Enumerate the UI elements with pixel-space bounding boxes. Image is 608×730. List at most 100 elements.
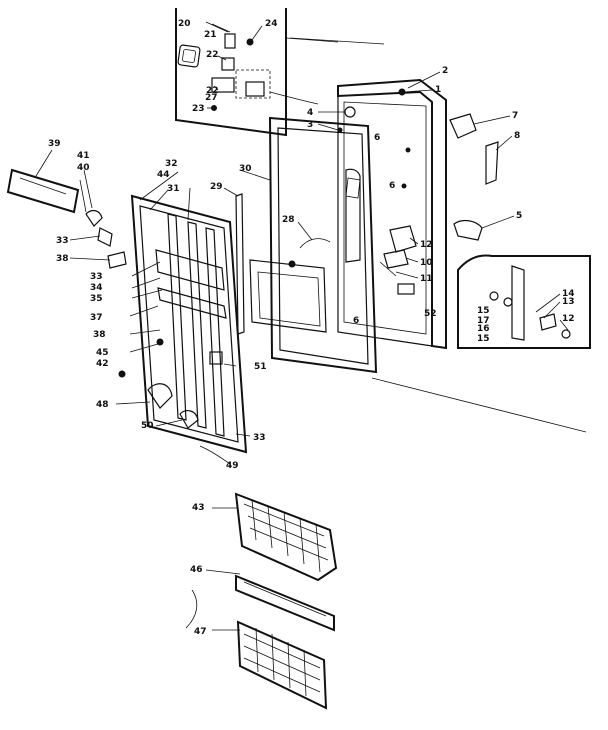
part-28-wire — [299, 238, 331, 249]
part-46-rail — [235, 574, 335, 632]
label-10: 10 — [420, 258, 433, 268]
label-44: 44 — [157, 170, 170, 180]
basket-43-wires — [243, 503, 329, 561]
hinge-inset-frame — [457, 254, 591, 349]
leader-2 — [407, 71, 441, 89]
door-outer-inner-border — [343, 101, 427, 335]
part-22-clip-upper — [221, 57, 235, 71]
label-48: 48 — [96, 400, 109, 410]
inset-wire — [269, 91, 319, 105]
label-41: 41 — [77, 151, 90, 161]
label-31: 31 — [167, 184, 180, 194]
door-gasket — [239, 116, 378, 374]
liner-shelf-upper — [155, 249, 225, 291]
inner-door-liner — [115, 171, 251, 465]
part-17-spacer — [489, 291, 499, 301]
part-47-basket — [236, 620, 328, 710]
label-6a: 6 — [374, 133, 380, 143]
label-27: 27 — [205, 93, 218, 103]
label-40: 40 — [77, 163, 90, 173]
label-24: 24 — [265, 19, 278, 29]
label-42: 42 — [96, 359, 109, 369]
right-side-hardware — [449, 113, 515, 241]
trim-strip-pattern — [19, 177, 67, 195]
part-39-trim-strip — [6, 168, 80, 214]
label-38a: 38 — [56, 254, 69, 264]
stray-line-right — [371, 377, 587, 433]
leader-33c — [235, 433, 251, 437]
label-49: 49 — [226, 461, 239, 471]
part-10-cup — [383, 249, 409, 269]
basket-47-ribs — [255, 627, 307, 697]
leader-14 — [535, 293, 561, 313]
leader-32 — [139, 171, 179, 201]
leader-21 — [211, 23, 231, 33]
leader-12b — [559, 319, 569, 331]
label-50: 50 — [141, 421, 154, 431]
label-45: 45 — [96, 348, 109, 358]
gasket-channel — [345, 168, 361, 263]
door-outer-left-edge — [337, 96, 433, 347]
liner-latch — [209, 351, 223, 365]
part-40-clip — [85, 209, 103, 227]
part-45-screw — [156, 338, 164, 346]
part-6-screw-a — [405, 147, 411, 153]
inset-dispenser-parts — [175, 8, 339, 137]
door-outer-top-edge — [337, 78, 447, 350]
leader-51 — [223, 363, 237, 367]
leader-8 — [495, 135, 513, 151]
label-35: 35 — [90, 294, 103, 304]
leader-38a — [69, 257, 111, 261]
label-17: 17 — [477, 316, 490, 326]
outer-door-panel — [317, 71, 447, 350]
basket-43-ribs — [251, 499, 321, 573]
label-13: 13 — [562, 297, 575, 307]
label-6b: 6 — [389, 181, 395, 191]
leader-11 — [395, 271, 419, 279]
stray-line-top — [289, 37, 385, 45]
part-14-cam — [539, 313, 557, 331]
door-baskets — [185, 492, 338, 710]
liner-shelf-mid — [157, 287, 227, 319]
part-8-cover — [485, 141, 499, 185]
part-29-strip — [223, 187, 245, 335]
label-33c: 33 — [253, 433, 266, 443]
gasket-lower-panel — [249, 259, 327, 333]
liner-rib-1 — [167, 213, 187, 421]
part-22-clip-lower — [211, 77, 235, 93]
liner-outline — [130, 194, 248, 454]
label-5: 5 — [516, 211, 522, 221]
label-2: 2 — [442, 66, 448, 76]
leader-22a — [217, 55, 227, 61]
label-43: 43 — [192, 503, 205, 513]
leader-46 — [205, 569, 241, 575]
label-30: 30 — [239, 164, 252, 174]
label-20: 20 — [178, 19, 191, 29]
liner-rib-2 — [187, 221, 207, 429]
basket-47-wires — [243, 633, 321, 693]
label-33b: 33 — [90, 272, 103, 282]
rail-46-detail — [243, 581, 327, 617]
part-43-basket — [234, 492, 338, 582]
label-34: 34 — [90, 283, 103, 293]
leader-22b — [213, 85, 219, 91]
leader-41 — [83, 169, 93, 209]
part-labels: 20 21 24 22 22 27 23 2 1 4 3 7 6 8 6 5 3… — [48, 19, 575, 637]
leader-40 — [79, 179, 87, 213]
leader-1 — [403, 89, 433, 93]
leader-33b — [69, 235, 101, 241]
leader-49 — [199, 445, 231, 465]
part-12-screw-head — [561, 329, 571, 339]
part-24-screw — [246, 38, 254, 46]
label-16: 16 — [477, 324, 490, 334]
label-8: 8 — [514, 131, 520, 141]
hinge-bracket — [511, 265, 525, 341]
inset-switch-block — [245, 81, 265, 97]
label-7: 7 — [512, 111, 518, 121]
label-14: 14 — [562, 289, 575, 299]
arc-mark — [185, 589, 198, 629]
strip-body — [235, 193, 245, 335]
label-29: 29 — [210, 182, 223, 192]
leader-48 — [115, 401, 151, 405]
